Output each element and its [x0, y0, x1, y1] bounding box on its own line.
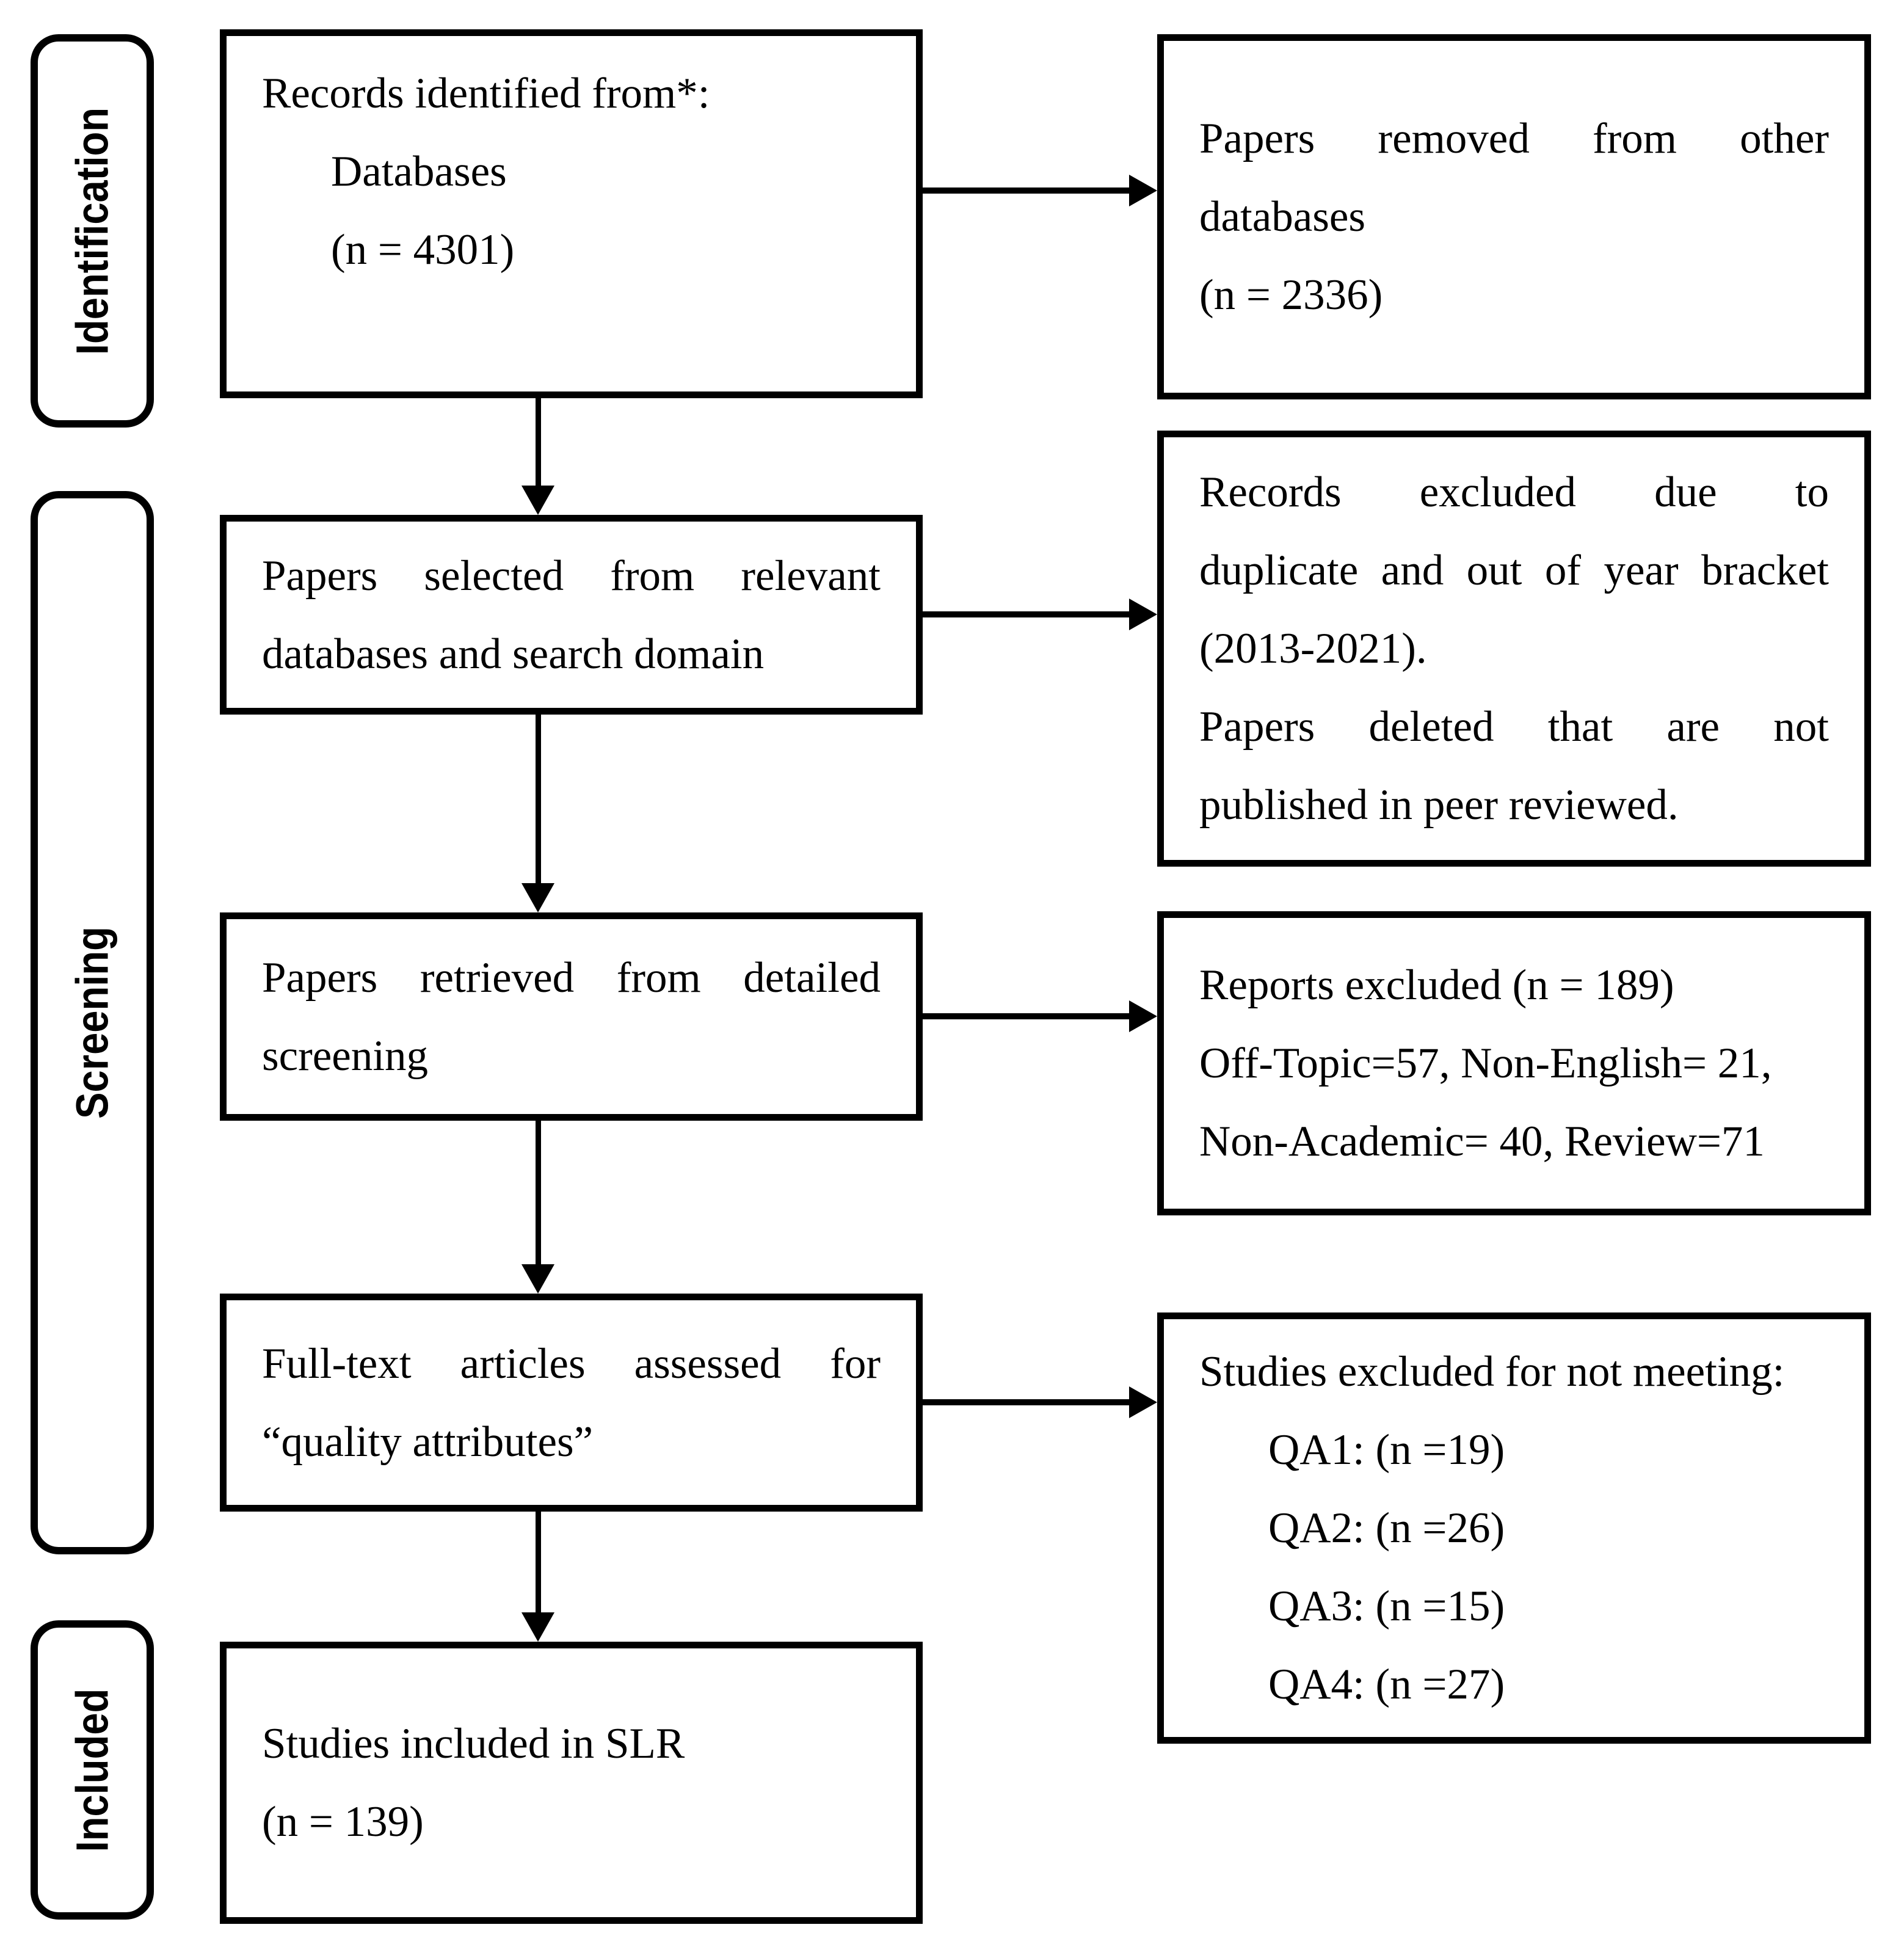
text-line: Off-Topic=57, Non-English= 21, — [1199, 1039, 1772, 1087]
text-line: (n = 2336) — [1199, 271, 1383, 319]
box-studies-included: Studies included in SLR (n = 139) — [220, 1642, 923, 1924]
stage-identification-label: Identification — [67, 107, 118, 355]
arrow-right-3-head — [1129, 1000, 1157, 1032]
text-line: QA3: (n =15) — [1268, 1582, 1505, 1630]
text-line: Non-Academic= 40, Review=71 — [1199, 1118, 1765, 1165]
box-papers-selected: Papers selected from relevant databases … — [220, 515, 923, 715]
text-line: Records excluded due to — [1199, 468, 1829, 516]
arrow-down-3-line — [536, 1121, 541, 1265]
text-line: (n = 4301) — [331, 226, 515, 274]
arrow-right-2-line — [923, 611, 1130, 617]
arrow-right-4-line — [923, 1399, 1130, 1405]
text-line: (n = 139) — [262, 1798, 424, 1846]
box-records-identified-text: Records identified from*: Databases (n =… — [227, 36, 916, 289]
stage-screening: Screening — [31, 491, 154, 1554]
box-removed-other-databases: Papers removed from other databases (n =… — [1157, 34, 1871, 399]
box-reports-excluded: Reports excluded (n = 189) Off-Topic=57,… — [1157, 911, 1871, 1215]
arrow-down-4-head — [521, 1612, 554, 1642]
box-studies-excluded-qa: Studies excluded for not meeting: QA1: (… — [1157, 1312, 1871, 1744]
arrow-down-4-line — [536, 1512, 541, 1614]
text-line: QA2: (n =26) — [1268, 1504, 1505, 1552]
text-line: “quality attributes” — [262, 1418, 594, 1466]
box-papers-retrieved: Papers retrieved from detailed screening — [220, 912, 923, 1121]
arrow-right-1-line — [923, 187, 1130, 194]
text-line: Papers retrieved from detailed — [262, 953, 881, 1002]
arrow-down-2-head — [521, 883, 554, 912]
box-records-excluded: Records excluded due to duplicate and ou… — [1157, 431, 1871, 867]
stage-included: Included — [31, 1620, 154, 1920]
box-studies-included-text: Studies included in SLR (n = 139) — [227, 1705, 916, 1861]
box-studies-excluded-qa-text: Studies excluded for not meeting: QA1: (… — [1164, 1333, 1864, 1724]
box-records-excluded-text: Records excluded due to duplicate and ou… — [1164, 453, 1864, 844]
text-line: Papers selected from relevant — [262, 552, 881, 600]
text-line: Studies included in SLR — [262, 1720, 685, 1768]
text-line: Papers deleted that are not — [1199, 703, 1829, 751]
arrow-right-1-head — [1129, 175, 1157, 206]
text-line: databases — [1199, 193, 1366, 241]
text-line: (2013-2021). — [1199, 625, 1427, 672]
box-records-identified: Records identified from*: Databases (n =… — [220, 29, 923, 398]
box-reports-excluded-text: Reports excluded (n = 189) Off-Topic=57,… — [1164, 946, 1864, 1181]
stage-identification: Identification — [31, 34, 154, 428]
arrow-down-1-line — [536, 398, 541, 487]
text-line: QA4: (n =27) — [1268, 1661, 1505, 1708]
text-line: Full-text articles assessed for — [262, 1339, 881, 1388]
box-papers-selected-text: Papers selected from relevant databases … — [227, 537, 916, 693]
text-line: published in peer reviewed. — [1199, 781, 1679, 829]
stage-included-label: Included — [67, 1688, 118, 1852]
arrow-right-4-head — [1129, 1386, 1157, 1418]
arrow-down-3-head — [521, 1264, 554, 1294]
arrow-down-1-head — [521, 486, 554, 515]
text-line: Records identified from*: — [262, 70, 710, 117]
text-line: Databases — [331, 148, 507, 195]
text-line: screening — [262, 1032, 429, 1080]
text-line: Papers removed from other — [1199, 115, 1829, 162]
arrow-right-3-line — [923, 1013, 1130, 1019]
text-line: Reports excluded (n = 189) — [1199, 961, 1674, 1009]
text-line: Studies excluded for not meeting: — [1199, 1348, 1785, 1396]
arrow-right-2-head — [1129, 599, 1157, 630]
text-line: databases and search domain — [262, 630, 765, 678]
stage-screening-label: Screening — [67, 927, 118, 1119]
text-line: duplicate and out of year bracket — [1199, 547, 1829, 594]
box-fulltext-assessed-text: Full-text articles assessed for “quality… — [227, 1325, 916, 1481]
box-papers-retrieved-text: Papers retrieved from detailed screening — [227, 939, 916, 1095]
box-removed-other-databases-text: Papers removed from other databases (n =… — [1164, 100, 1864, 334]
text-line: QA1: (n =19) — [1268, 1426, 1505, 1474]
arrow-down-2-line — [536, 715, 541, 884]
box-fulltext-assessed: Full-text articles assessed for “quality… — [220, 1294, 923, 1512]
